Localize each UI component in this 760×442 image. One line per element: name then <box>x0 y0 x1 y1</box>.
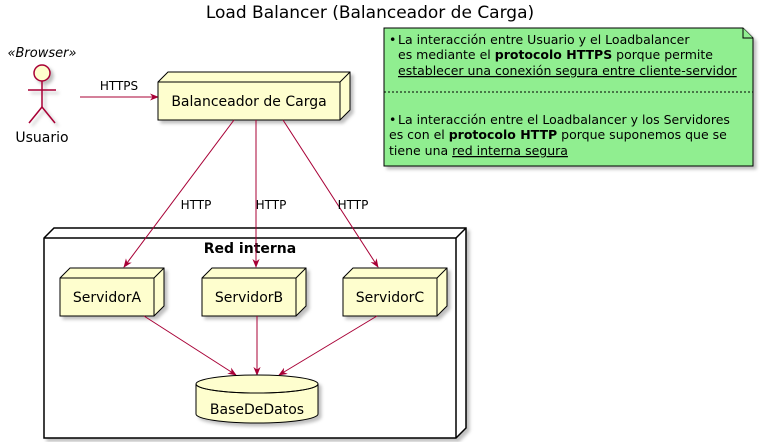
edge-label-http-c: HTTP <box>338 198 369 212</box>
node-servidor-a-label: ServidorA <box>73 290 142 306</box>
edge-a-to-db <box>143 315 237 376</box>
database-icon <box>195 374 319 424</box>
note-bullet-2: • <box>389 112 396 127</box>
node-servidor-b <box>201 267 307 317</box>
group-label: Red interna <box>204 241 296 257</box>
actor-usuario <box>28 64 56 124</box>
node-servidor-c <box>342 267 448 317</box>
database-label: BaseDeDatos <box>210 402 304 418</box>
edge-balancer-to-c <box>282 119 379 268</box>
note-s1-line3: establecer una conexión segura entre cli… <box>398 63 738 78</box>
note-s2-line3: tiene una red interna segura <box>389 143 568 158</box>
node-balanceador-label: Balanceador de Carga <box>171 94 326 110</box>
actor-stereotype: «Browser» <box>7 46 76 61</box>
diagram-title: Load Balancer (Balanceador de Carga) <box>206 3 534 23</box>
node-servidor-c-label: ServidorC <box>356 290 425 306</box>
edge-label-http-b: HTTP <box>256 198 287 212</box>
node-servidor-a <box>59 267 165 317</box>
edge-balancer-to-a <box>123 119 235 268</box>
note-s1-line1: La interacción entre Usuario y el Loadba… <box>398 32 690 47</box>
edge-label-http-a: HTTP <box>181 198 212 212</box>
node-servidor-b-label: ServidorB <box>215 290 283 306</box>
node-balanceador <box>157 71 351 121</box>
edge-c-to-db <box>278 315 378 376</box>
actor-label: Usuario <box>15 130 68 146</box>
edge-label-https: HTTPS <box>100 79 138 93</box>
note-bullet-1: • <box>389 32 396 47</box>
note-s1-line2: es mediante el protocolo HTTPS porque pe… <box>398 47 713 62</box>
note-s2-line1: La interacción entre el Loadbalancer y l… <box>398 112 730 127</box>
note-box <box>383 27 754 167</box>
note-s2-line2: es con el protocolo HTTP porque suponemo… <box>389 127 727 142</box>
